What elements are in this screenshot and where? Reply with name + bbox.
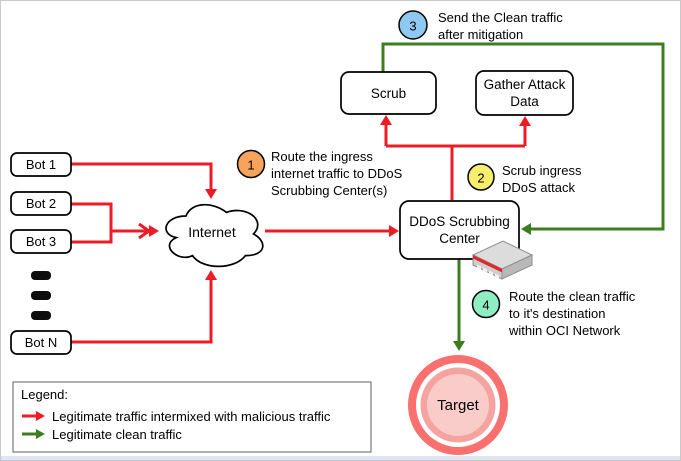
step4-annotation: Route the clean traffic to it's destinat… — [509, 289, 636, 338]
bot3-label: Bot 3 — [25, 234, 57, 249]
legend-box — [12, 381, 372, 453]
scrub-box — [340, 71, 437, 115]
arrowhead-into-internet-top — [205, 189, 217, 199]
green-arrowheads — [453, 223, 531, 351]
botN-box — [10, 330, 72, 355]
ddos-scrubbing-center-label: DDoS Scrubbing Center — [409, 214, 510, 246]
step1-circle — [236, 149, 266, 179]
target-inner-circle — [427, 374, 489, 436]
ddos-scrubbing-center-box — [399, 200, 520, 260]
bot1-box — [10, 152, 72, 177]
arrowhead-into-internet-left — [149, 225, 159, 237]
legend-arrow-samples — [22, 411, 45, 439]
target-bullseye-icon — [408, 355, 508, 455]
target-label: Target — [437, 396, 479, 414]
bot1-label: Bot 1 — [25, 157, 57, 172]
step3-circle — [398, 10, 428, 40]
arrowhead-into-internet-bottom — [205, 270, 217, 280]
step4-circle — [471, 289, 501, 319]
ellipsis-dash — [31, 291, 51, 300]
gather-attack-data-label: Gather Attack Data — [483, 77, 566, 109]
internet-label: Internet — [188, 224, 236, 240]
gather-attack-data-box — [475, 70, 574, 116]
bot3-merge-line — [71, 231, 113, 244]
arrowhead-into-ddos-left — [389, 225, 399, 237]
router-icon — [471, 240, 534, 280]
botN-to-internet-line — [71, 277, 213, 344]
step2-circle — [467, 163, 495, 191]
bot3-box — [10, 229, 72, 254]
router-port — [477, 264, 481, 270]
red-traffic-paths — [71, 122, 527, 344]
bot2-label: Bot 2 — [25, 196, 57, 211]
step4-number: 4 — [482, 297, 490, 313]
bots-ellipsis-icon — [31, 271, 51, 320]
bot2-merge-line — [71, 202, 113, 231]
step1-number: 1 — [247, 157, 255, 173]
ellipsis-dash — [31, 311, 51, 320]
router-ports — [477, 264, 499, 279]
ddos-to-scrub-gather-lines — [384, 122, 527, 200]
bot2-box — [10, 191, 72, 216]
router-red-stripe — [473, 255, 502, 273]
red-arrowheads — [149, 115, 531, 280]
node-boxes — [10, 70, 574, 355]
arrowhead-into-scrub — [380, 115, 392, 125]
step-circles — [236, 10, 501, 319]
arrowhead-into-gather — [519, 116, 531, 126]
step3-number: 3 — [409, 18, 417, 34]
step2-annotation: Scrub ingress DDoS attack — [502, 163, 582, 195]
legend-red-arrowhead — [36, 411, 45, 421]
legend-item-clean: Legitimate clean traffic — [52, 427, 182, 442]
legend-title: Legend: — [21, 387, 68, 402]
bottom-edge-strip — [1, 456, 680, 460]
router-port — [483, 267, 487, 273]
green-traffic-paths — [381, 42, 665, 343]
bot1-to-internet-line — [71, 162, 213, 192]
ellipsis-dash — [31, 271, 51, 280]
router-side-face — [501, 254, 533, 280]
step3-annotation: Send the Clean traffic after mitigation — [438, 10, 563, 42]
arrowhead-into-target — [453, 341, 465, 351]
arrowhead-into-ddos-right — [521, 223, 531, 235]
step2-number: 2 — [477, 170, 485, 186]
legend-green-arrowhead — [36, 429, 45, 439]
botN-label: Bot N — [24, 335, 58, 350]
internet-cloud — [165, 203, 264, 268]
step1-annotation: Route the ingress internet traffic to DD… — [271, 149, 403, 198]
legend-item-malicious: Legitimate traffic intermixed with malic… — [52, 409, 331, 424]
scrub-to-ddos-clean-line — [381, 42, 665, 231]
router-port — [489, 270, 493, 276]
router-port — [495, 273, 499, 279]
scrub-label: Scrub — [370, 85, 407, 101]
